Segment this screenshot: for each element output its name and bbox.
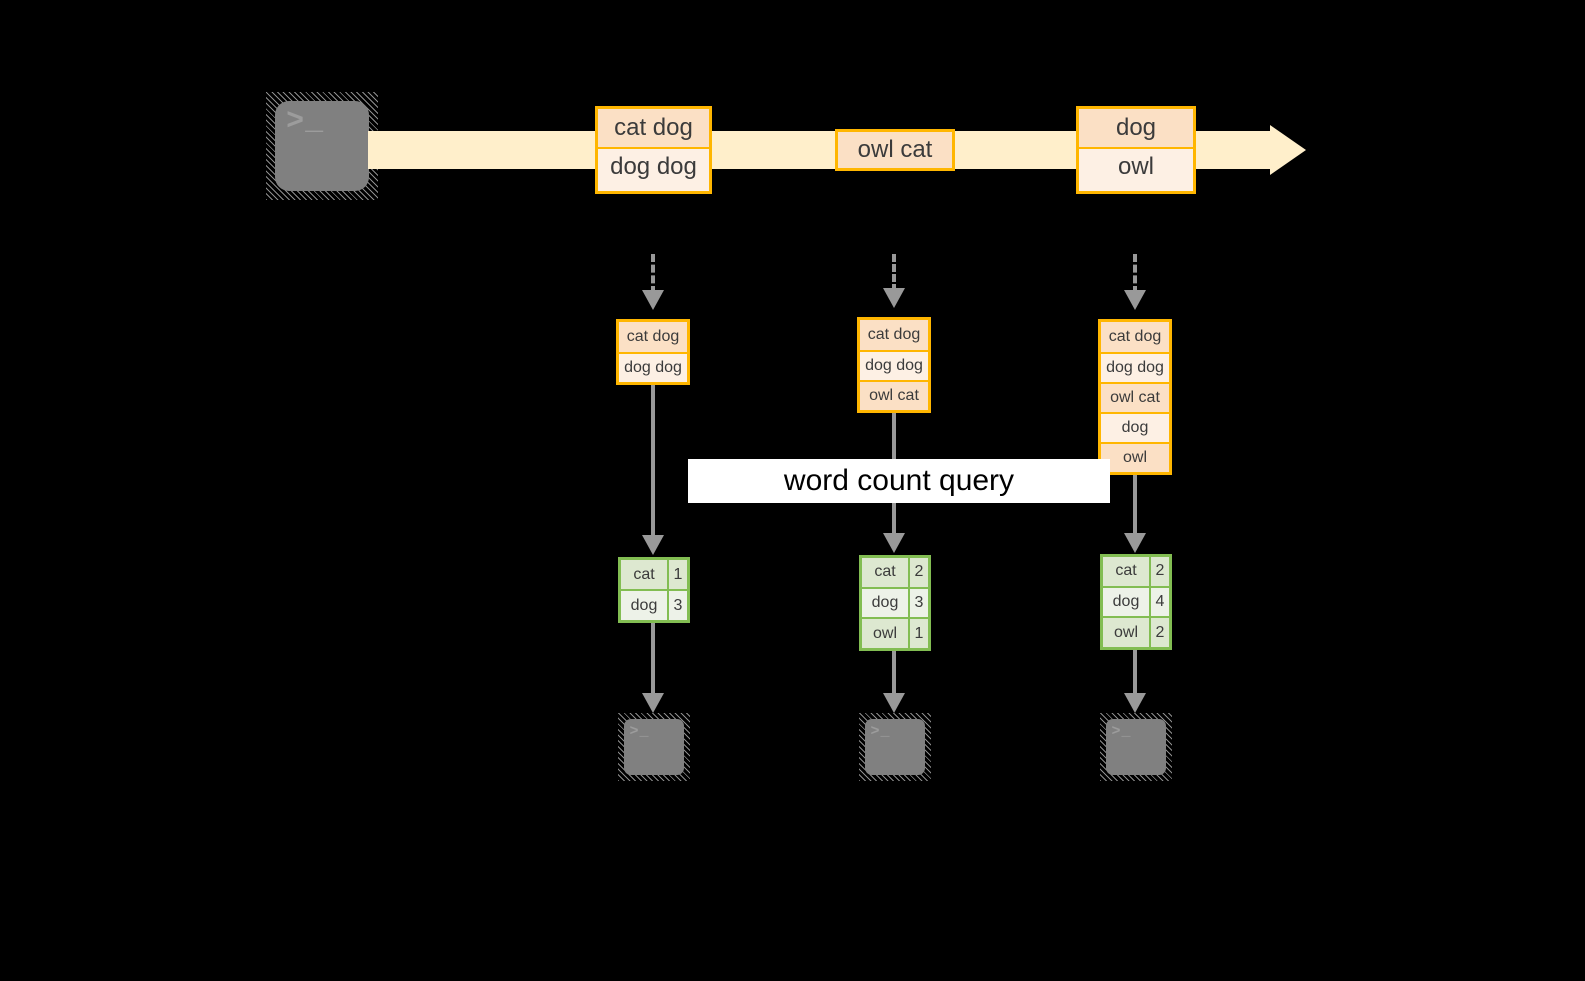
stream-event-group-1: cat dog dog dog [595, 106, 712, 194]
stream-event-line: owl [1079, 147, 1193, 185]
snapshot-input-line: owl cat [860, 380, 928, 410]
query-banner: word count query [688, 459, 1110, 503]
stream-event-group-3: dog owl [1076, 106, 1196, 194]
result-count-cell: 2 [908, 558, 928, 587]
terminal-body [624, 719, 684, 775]
query-connector-arrowhead-t3 [1124, 533, 1146, 553]
snapshot-input-line: owl [1101, 442, 1169, 472]
result-word-cell: dog [621, 591, 667, 620]
terminal-prompt-label: >_ [1111, 722, 1132, 740]
snapshot-tap-line-t2 [892, 254, 896, 292]
result-word-cell: dog [862, 588, 908, 618]
snapshot-input-line: dog [1101, 412, 1169, 442]
snapshot-input-t1: cat dog dog dog [616, 319, 690, 385]
stream-event-group-2: owl cat [835, 129, 955, 171]
snapshot-tap-arrowhead-t2 [883, 288, 905, 308]
snapshot-input-line: dog dog [1101, 352, 1169, 382]
result-word-cell: cat [1103, 557, 1149, 586]
query-connector-t3 [1133, 475, 1137, 538]
sink-connector-t2 [892, 651, 896, 698]
result-word-cell: cat [621, 560, 667, 589]
snapshot-input-line: cat dog [860, 320, 928, 350]
result-count-cell: 3 [908, 588, 928, 618]
table-row: cat 1 [621, 560, 687, 589]
result-word-cell: dog [1103, 587, 1149, 617]
result-count-cell: 4 [1149, 587, 1169, 617]
result-word-cell: owl [1103, 618, 1149, 648]
snapshot-tap-line-t1 [651, 254, 655, 294]
snapshot-tap-arrowhead-t3 [1124, 290, 1146, 310]
table-row: dog 3 [862, 586, 928, 618]
sink-connector-arrowhead-t1 [642, 693, 664, 713]
result-word-cell: owl [862, 619, 908, 649]
terminal-prompt-label: >_ [286, 105, 325, 140]
snapshot-tap-arrowhead-t1 [642, 290, 664, 310]
table-row: dog 4 [1103, 585, 1169, 617]
terminal-body [1106, 719, 1166, 775]
terminal-body [275, 101, 369, 191]
event-stream-arrowhead [1270, 125, 1306, 175]
stream-event-line: owl cat [838, 132, 952, 168]
snapshot-input-line: owl cat [1101, 382, 1169, 412]
snapshot-input-line: cat dog [1101, 322, 1169, 352]
result-table-t2: cat 2 dog 3 owl 1 [859, 555, 931, 651]
snapshot-input-t3: cat dog dog dog owl cat dog owl [1098, 319, 1172, 475]
table-row: cat 2 [862, 558, 928, 587]
sink-connector-arrowhead-t3 [1124, 693, 1146, 713]
sink-terminal-icon-t3: >_ [1100, 713, 1172, 781]
stream-event-line: cat dog [598, 109, 709, 147]
stream-event-line: dog dog [598, 147, 709, 185]
table-row: owl 1 [862, 617, 928, 649]
query-connector-arrowhead-t2 [883, 533, 905, 553]
sink-connector-t3 [1133, 650, 1137, 698]
query-connector-t1 [651, 385, 655, 540]
result-count-cell: 2 [1149, 557, 1169, 586]
result-count-cell: 2 [1149, 618, 1169, 648]
stream-event-line: dog [1079, 109, 1193, 147]
table-row: cat 2 [1103, 557, 1169, 586]
sink-connector-t1 [651, 623, 655, 698]
terminal-prompt-label: >_ [629, 722, 650, 740]
sink-terminal-icon-t1: >_ [618, 713, 690, 781]
snapshot-input-line: dog dog [619, 352, 687, 382]
terminal-body [865, 719, 925, 775]
snapshot-tap-line-t3 [1133, 254, 1137, 294]
result-count-cell: 3 [667, 591, 687, 620]
source-terminal-icon: >_ [266, 92, 378, 200]
query-connector-arrowhead-t1 [642, 535, 664, 555]
snapshot-input-t2: cat dog dog dog owl cat [857, 317, 931, 413]
table-row: owl 2 [1103, 616, 1169, 648]
result-table-t3: cat 2 dog 4 owl 2 [1100, 554, 1172, 650]
snapshot-input-line: dog dog [860, 350, 928, 380]
result-word-cell: cat [862, 558, 908, 587]
terminal-prompt-label: >_ [870, 722, 891, 740]
snapshot-input-line: cat dog [619, 322, 687, 352]
result-count-cell: 1 [908, 619, 928, 649]
sink-terminal-icon-t2: >_ [859, 713, 931, 781]
table-row: dog 3 [621, 589, 687, 620]
sink-connector-arrowhead-t2 [883, 693, 905, 713]
result-table-t1: cat 1 dog 3 [618, 557, 690, 623]
result-count-cell: 1 [667, 560, 687, 589]
